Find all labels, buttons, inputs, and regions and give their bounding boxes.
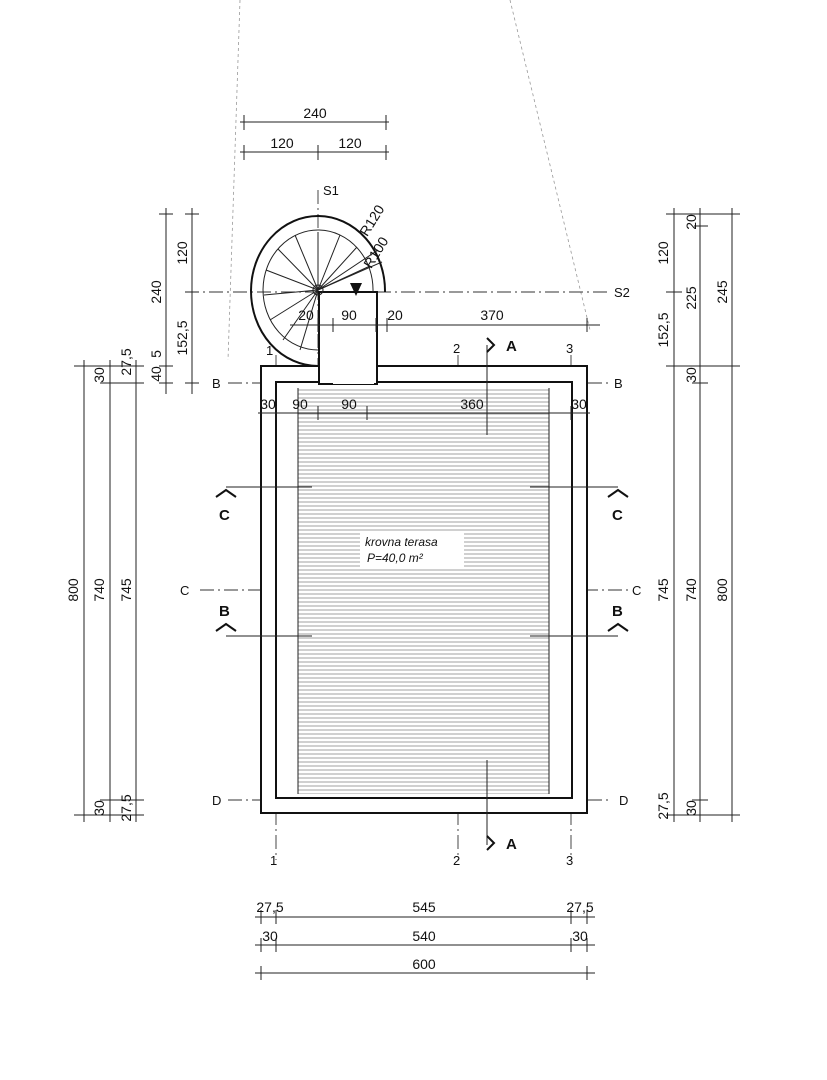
axis-label-1-top: 1 (266, 343, 273, 358)
dim-row-90a: 90 (292, 396, 308, 412)
section-label-b-right: B (612, 603, 623, 620)
axis-label-3-bottom: 3 (566, 853, 573, 868)
dim-left-stair-240: 240 (148, 280, 164, 304)
axis-label-s2: S2 (614, 285, 630, 300)
dim-row-90b: 90 (341, 396, 357, 412)
dim-stair-370: 370 (480, 307, 504, 323)
axis-label-c-left: C (180, 583, 189, 598)
section-label-b-left: B (219, 603, 230, 620)
axis-label-1-bottom: 1 (270, 853, 277, 868)
dim-left-740: 740 (91, 578, 107, 602)
dim-left-top-30: 30 (91, 367, 107, 383)
axis-labels: S1 S2 B B C C D D 1 2 3 1 2 3 (180, 183, 641, 868)
stair-landing (318, 291, 378, 385)
dim-bottom-540: 540 (412, 928, 436, 944)
axis-label-c-right: C (632, 583, 641, 598)
interior-row-dimensions: 30 90 90 360 30 (258, 396, 590, 420)
section-label-c-right: C (612, 507, 623, 524)
axis-label-d-right: D (619, 793, 628, 808)
room-name: krovna terasa (365, 535, 438, 549)
dim-row-360: 360 (460, 396, 484, 412)
stair-arrow (350, 283, 362, 296)
section-label-a-bottom: A (506, 836, 517, 853)
dim-bottom-30-right: 30 (572, 928, 588, 944)
dim-right-27-bottom: 27,5 (655, 792, 671, 819)
dim-right-30-top: 30 (683, 367, 699, 383)
dim-left-top-27: 27,5 (118, 348, 134, 375)
dim-top-half-left: 120 (270, 135, 294, 151)
dim-left-stair-5: 5 (148, 350, 164, 358)
section-a-marks: A A (486, 337, 517, 853)
dim-stair-90: 90 (341, 307, 357, 323)
dim-r100: R100 (360, 234, 391, 271)
dim-right-800: 800 (714, 578, 730, 602)
dim-left-stair-40: 40 (148, 366, 164, 382)
top-dimensions: 240 120 120 (240, 105, 389, 160)
axis-label-3-top: 3 (566, 341, 573, 356)
axis-label-d-left: D (212, 793, 221, 808)
dim-left-800: 800 (65, 578, 81, 602)
dim-row-30-right: 30 (571, 396, 587, 412)
dim-right-152: 152,5 (655, 312, 671, 347)
dim-bottom-27-left: 27,5 (256, 899, 283, 915)
dim-bottom-600: 600 (412, 956, 436, 972)
dim-right-245: 245 (714, 280, 730, 304)
room-area: P=40,0 m² (367, 551, 424, 565)
left-main-dimensions: 800 740 745 30 27,5 30 27,5 (65, 348, 144, 822)
dim-bottom-545: 545 (412, 899, 436, 915)
dim-right-225: 225 (683, 286, 699, 310)
dim-left-bottom-30: 30 (91, 800, 107, 816)
axis-label-s1: S1 (323, 183, 339, 198)
dim-stair-20b: 20 (387, 307, 403, 323)
section-label-c-left: C (219, 507, 230, 524)
room-label: krovna terasa P=40,0 m² (360, 533, 464, 567)
dim-right-20: 20 (683, 214, 699, 230)
dim-right-740: 740 (683, 578, 699, 602)
dim-right-745: 745 (655, 578, 671, 602)
inner-wall (275, 381, 573, 799)
dim-left-745: 745 (118, 578, 134, 602)
right-dimensions: 20 120 225 245 152,5 30 745 740 800 27,5… (655, 208, 740, 822)
dim-left-stair-152: 152,5 (174, 320, 190, 355)
dim-r120: R120 (356, 202, 387, 239)
dim-top-total: 240 (303, 105, 327, 121)
left-stair-dimensions: 240 120 152,5 40 5 (148, 208, 199, 394)
axis-label-2-top: 2 (453, 341, 460, 356)
dim-right-30-bottom: 30 (683, 800, 699, 816)
dim-bottom-30-left: 30 (262, 928, 278, 944)
dim-left-bottom-27: 27,5 (118, 794, 134, 821)
section-c-marks: C C (215, 486, 629, 524)
section-label-a-top: A (506, 338, 517, 355)
section-b-marks: B B (215, 603, 629, 637)
dim-bottom-27-right: 27,5 (566, 899, 593, 915)
axis-label-b-right: B (614, 376, 623, 391)
axis-label-2-bottom: 2 (453, 853, 460, 868)
dim-row-30-left: 30 (260, 396, 276, 412)
dim-right-120: 120 (655, 241, 671, 265)
landing-opening (333, 294, 374, 384)
dim-stair-20a: 20 (298, 307, 314, 323)
spiral-staircase (250, 215, 387, 367)
perspective-lines (227, 0, 591, 361)
axis-label-b-left: B (212, 376, 221, 391)
bottom-dimensions: 27,5 545 27,5 30 540 30 600 (255, 899, 595, 980)
dim-left-stair-120: 120 (174, 241, 190, 265)
dim-top-half-right: 120 (338, 135, 362, 151)
terrace-hatch (298, 388, 549, 794)
terrace-walls (260, 365, 588, 814)
